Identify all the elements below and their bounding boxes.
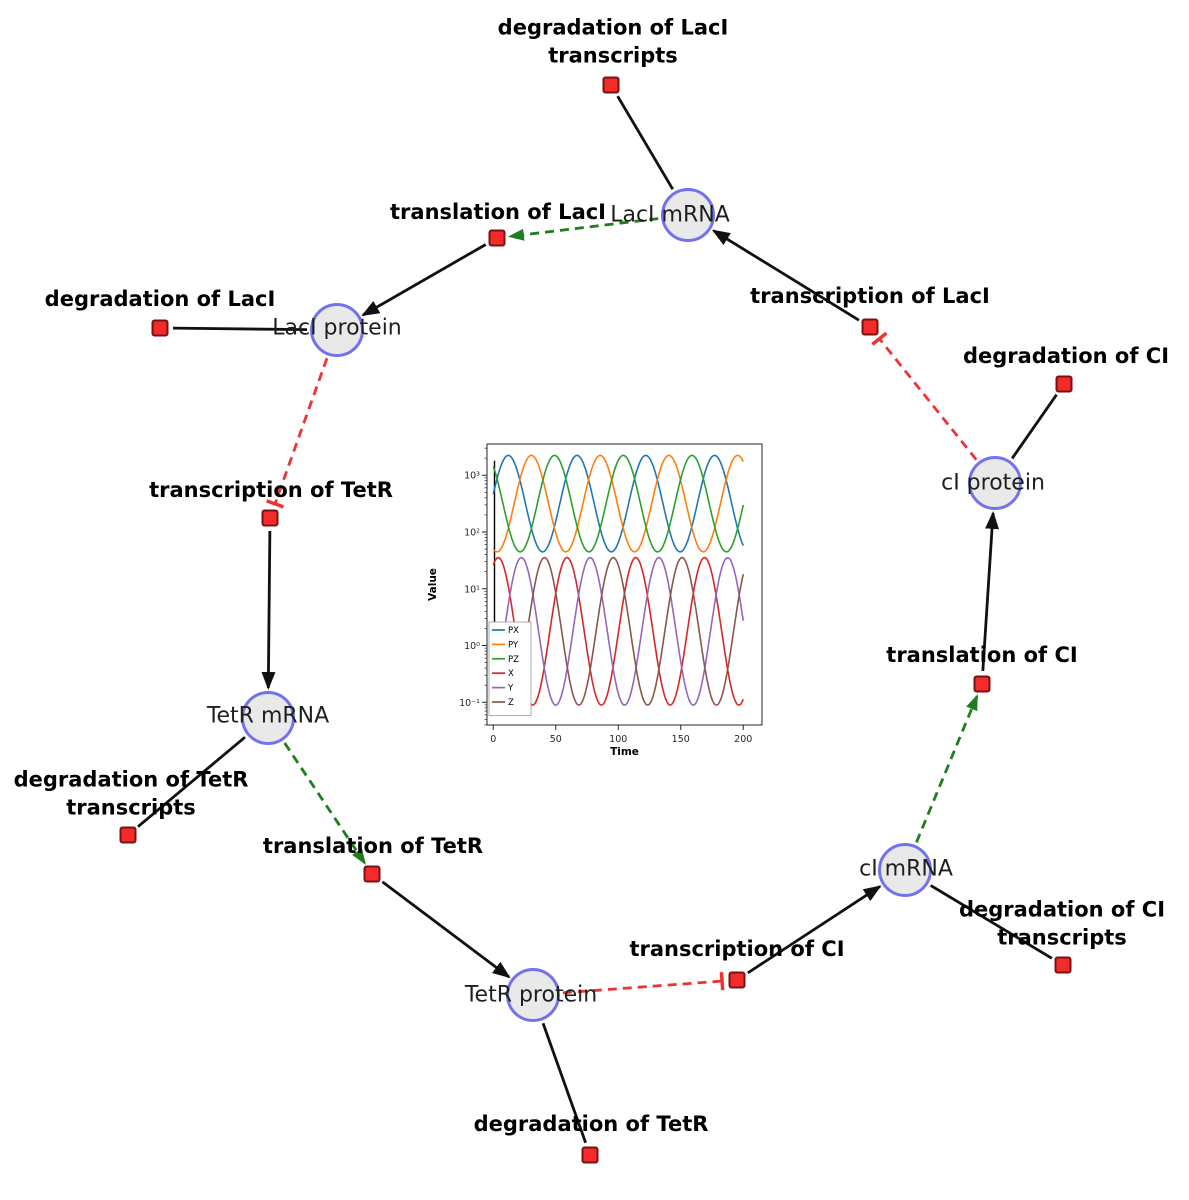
edge-production-transcr_laci-laci_mrna — [711, 229, 860, 322]
tetr_mrna-label: TetR mRNA — [206, 703, 330, 729]
edge-consumption-laci_mrna-deg_laci_tx — [616, 95, 674, 190]
transcr_tetr-label: transcription of TetR — [149, 478, 393, 503]
y-tick-label: 10³ — [464, 471, 480, 482]
reaction-transl_laci[interactable] — [488, 229, 506, 247]
reaction-deg_laci_tx[interactable] — [602, 76, 620, 94]
edge-consumption-ci_protein-deg_ci — [1011, 393, 1058, 460]
y-tick-label: 10⁻¹ — [459, 698, 480, 709]
reaction-transl_ci[interactable] — [973, 675, 991, 693]
reaction-transl_tetr[interactable] — [363, 865, 381, 883]
edge-modifier-ci_mrna-transl_ci — [915, 694, 979, 843]
y-tick-label: 10⁰ — [464, 641, 480, 652]
curve-PX — [492, 454, 745, 553]
species-tetr_mrna[interactable] — [241, 691, 295, 745]
transcr_ci-label: transcription of CI — [629, 937, 845, 962]
edge-consumption-tetr_mrna-deg_tetr_tx — [137, 736, 246, 828]
deg_tetr_tx-label: degradation of TetR transcripts — [13, 767, 249, 819]
transcr_laci-label: transcription of LacI — [750, 284, 990, 309]
edge-production-transcr_tetr-tetr_mrna — [261, 530, 276, 691]
reaction-transcr_ci[interactable] — [728, 971, 746, 989]
edge-consumption-tetr_protein-deg_tetr — [541, 1022, 587, 1144]
edge-production-transcr_ci-ci_mrna — [747, 885, 882, 975]
curve-Y — [492, 556, 745, 706]
edge-inhibition-ci_protein-transcr_laci — [871, 331, 978, 461]
y-axis-label: Value — [427, 568, 439, 601]
x-tick-label: 100 — [609, 734, 627, 745]
edge-modifier-tetr_mrna-transl_tetr — [283, 742, 366, 865]
edge-production-transl_laci-laci_protein — [361, 243, 487, 317]
ci_mrna-label: cI mRNA — [859, 856, 953, 882]
species-tetr_protein[interactable] — [506, 968, 560, 1022]
species-laci_protein[interactable] — [310, 303, 364, 357]
curve-Z — [492, 556, 745, 706]
reaction-transcr_tetr[interactable] — [261, 509, 279, 527]
species-laci_mrna[interactable] — [661, 188, 715, 242]
legend-label-PX: PX — [508, 626, 519, 636]
edge-production-transl_tetr-tetr_protein — [381, 880, 511, 979]
reaction-deg_laci[interactable] — [151, 319, 169, 337]
edge-consumption-laci_protein-deg_laci — [172, 326, 308, 332]
edge-inhibition-tetr_protein-transcr_ci — [562, 971, 725, 995]
plot-frame — [486, 443, 763, 726]
deg_ci-label: degradation of CI — [962, 344, 1170, 369]
curve-PY — [492, 454, 745, 553]
reaction-deg_ci[interactable] — [1055, 375, 1073, 393]
ci_protein-label: cI protein — [941, 470, 1045, 496]
edge-consumption-ci_mrna-deg_ci_tx — [929, 884, 1053, 960]
transl_tetr-label: translation of TetR — [262, 834, 484, 859]
legend-label-X: X — [508, 669, 514, 679]
edge-modifier-laci_mrna-transl_laci — [507, 217, 659, 241]
reaction-deg_ci_tx[interactable] — [1054, 956, 1072, 974]
x-tick-label: 0 — [490, 734, 496, 745]
laci_mrna-label: LacI mRNA — [610, 202, 730, 228]
x-tick-label: 50 — [550, 734, 562, 745]
edge-inhibition-laci_protein-transcr_tetr — [265, 357, 329, 509]
deg_ci_tx-label: degradation of CI transcripts — [958, 897, 1166, 949]
species-ci_mrna[interactable] — [878, 843, 932, 897]
deg_laci_tx-label: degradation of LacI transcripts — [497, 15, 729, 67]
legend-label-Y: Y — [507, 684, 514, 694]
deg_laci-label: degradation of LacI — [44, 287, 276, 312]
reaction-deg_tetr[interactable] — [581, 1146, 599, 1164]
legend-label-Z: Z — [508, 698, 514, 708]
x-tick-label: 150 — [672, 734, 690, 745]
species-ci_protein[interactable] — [968, 456, 1022, 510]
legend: PX PY PZ XYZ — [488, 621, 532, 716]
y-tick-label: 10¹ — [464, 584, 480, 595]
deg_tetr-label: degradation of TetR — [473, 1112, 709, 1137]
legend-label-PZ: PZ — [508, 655, 519, 665]
curve-X — [492, 556, 745, 706]
x-tick-label: 200 — [734, 734, 752, 745]
reaction-transcr_laci[interactable] — [861, 318, 879, 336]
y-tick-label: 10² — [464, 527, 480, 538]
legend-label-PY: PY — [508, 640, 519, 650]
laci_protein-label: LacI protein — [272, 315, 402, 341]
reaction-deg_tetr_tx[interactable] — [119, 826, 137, 844]
transl_ci-label: translation of CI — [886, 643, 1078, 668]
transl_laci-label: translation of LacI — [390, 200, 606, 225]
curve-PZ — [492, 454, 745, 553]
x-axis-label: Time — [610, 746, 639, 758]
tetr_protein-label: TetR protein — [464, 982, 598, 1008]
edge-production-transl_ci-ci_protein — [981, 510, 1000, 672]
